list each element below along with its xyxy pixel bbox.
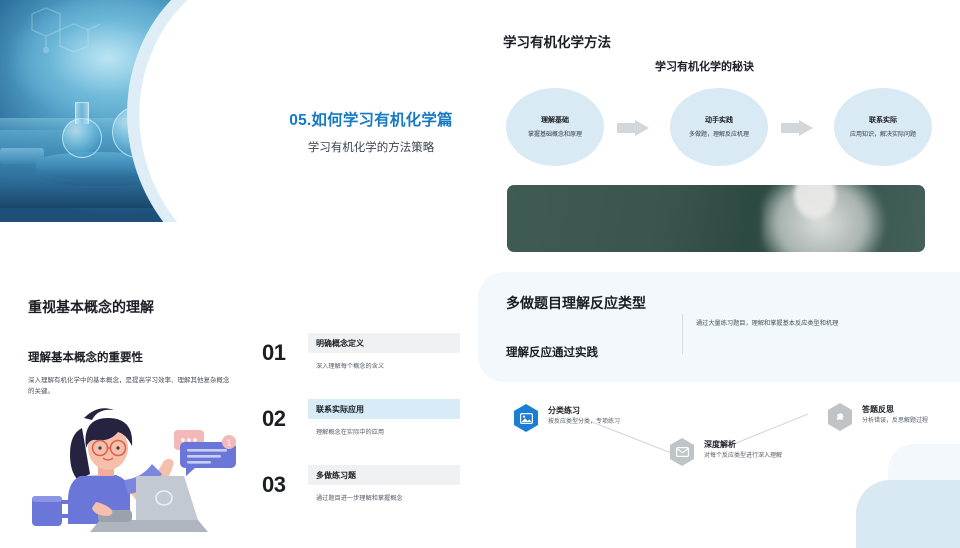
arrow-right-icon — [617, 120, 649, 136]
list-item-bar: 多做练习题 — [308, 465, 460, 485]
list-item: 02 联系实际应用 理解概念在实际中的应用 — [262, 396, 462, 462]
list-item-desc: 通过题目进一步理解和掌握概念 — [316, 495, 403, 502]
flow-node-2-desc: 多做题，理解反应机理 — [688, 131, 749, 138]
corner-accent-blue — [856, 480, 960, 548]
list-item-title: 明确概念定义 — [316, 338, 364, 348]
list-item-number: 01 — [262, 340, 286, 365]
concepts-body: 深入理解有机化学中的基本概念，是提高学习效率、理解其他复杂概念的关键。 — [28, 377, 230, 396]
flow-node-1-desc: 掌握基础概念和原理 — [527, 131, 582, 138]
list-item: 03 多做练习题 通过题目进一步理解和掌握概念 — [262, 462, 462, 528]
concepts-numbered-list: 01 明确概念定义 深入理解每个概念的含义 02 联系实际应用 理解概念在实际中… — [262, 330, 462, 528]
practice-node-3-title: 答题反思 — [862, 405, 894, 414]
puzzle-glyph — [826, 403, 854, 431]
flow-node-2: 动手实践 多做题，理解反应机理 — [670, 88, 768, 166]
method-flow-diagram: 理解基础 掌握基础概念和原理 动手实践 多做题，理解反应机理 联系实际 应用知识… — [500, 88, 940, 166]
practice-node-2-title: 深度解析 — [704, 440, 736, 449]
list-item-bar: 明确概念定义 — [308, 333, 460, 353]
list-item-title: 多做练习题 — [316, 470, 356, 480]
arrow-right-icon — [781, 120, 813, 136]
woman-at-laptop-illustration: 1 — [32, 408, 236, 532]
hero-image — [0, 0, 282, 222]
scientist-in-lab-coat-photo — [507, 185, 925, 252]
image-glyph — [512, 404, 540, 432]
method-title: 学习有机化学方法 — [503, 35, 611, 50]
hero-small-block — [0, 148, 44, 164]
practice-divider — [682, 314, 683, 354]
practice-title: 多做题目理解反应类型 — [506, 295, 646, 311]
list-item: 01 明确概念定义 深入理解每个概念的含义 — [262, 330, 462, 396]
method-subtitle: 学习有机化学的秘诀 — [655, 61, 754, 73]
list-item-desc: 深入理解每个概念的含义 — [316, 363, 385, 370]
flow-node-3-desc: 应用知识，解决实际问题 — [849, 131, 916, 138]
concepts-subtitle: 理解基本概念的重要性 — [28, 352, 143, 364]
flask-icon — [62, 102, 102, 158]
flow-node-3: 联系实际 应用知识，解决实际问题 — [834, 88, 932, 166]
list-item-desc: 理解概念在实际中的应用 — [316, 429, 385, 436]
flow-node-2-title: 动手实践 — [705, 116, 733, 124]
page-subtitle: 学习有机化学的方法策略 — [307, 142, 435, 154]
section-title-block: 05.如何学习有机化学篇 学习有机化学的方法策略 — [256, 108, 486, 155]
list-item-title: 联系实际应用 — [316, 404, 364, 414]
practice-node-3-desc: 分析错误，反思解题过程 — [862, 418, 929, 424]
molecule-icon — [31, 7, 101, 54]
lab-coat-figure — [762, 185, 910, 252]
list-item-bar-highlighted: 联系实际应用 — [308, 399, 460, 419]
page-title: 05.如何学习有机化学篇 — [289, 112, 453, 129]
concepts-title: 重视基本概念的理解 — [28, 299, 154, 315]
practice-node-1-title: 分类练习 — [548, 406, 580, 415]
practice-panel-background — [478, 272, 960, 382]
list-item-number: 02 — [262, 406, 286, 431]
flow-node-3-title: 联系实际 — [869, 116, 897, 124]
list-item-number: 03 — [262, 472, 286, 497]
flow-node-1: 理解基础 掌握基础概念和原理 — [506, 88, 604, 166]
flow-node-1-title: 理解基础 — [541, 116, 569, 124]
hero-edge-notch — [0, 268, 6, 280]
practice-node-2-desc: 对每个反应类型进行深入理解 — [704, 453, 783, 459]
practice-body: 通过大量练习题目，理解和掌握基本反应类型和机理 — [696, 320, 839, 327]
practice-node-1-desc: 按反应类型分类，专项练习 — [548, 419, 621, 425]
practice-subtitle: 理解反应通过实践 — [506, 347, 598, 359]
svg-text:1: 1 — [227, 439, 232, 448]
envelope-glyph — [668, 438, 696, 466]
